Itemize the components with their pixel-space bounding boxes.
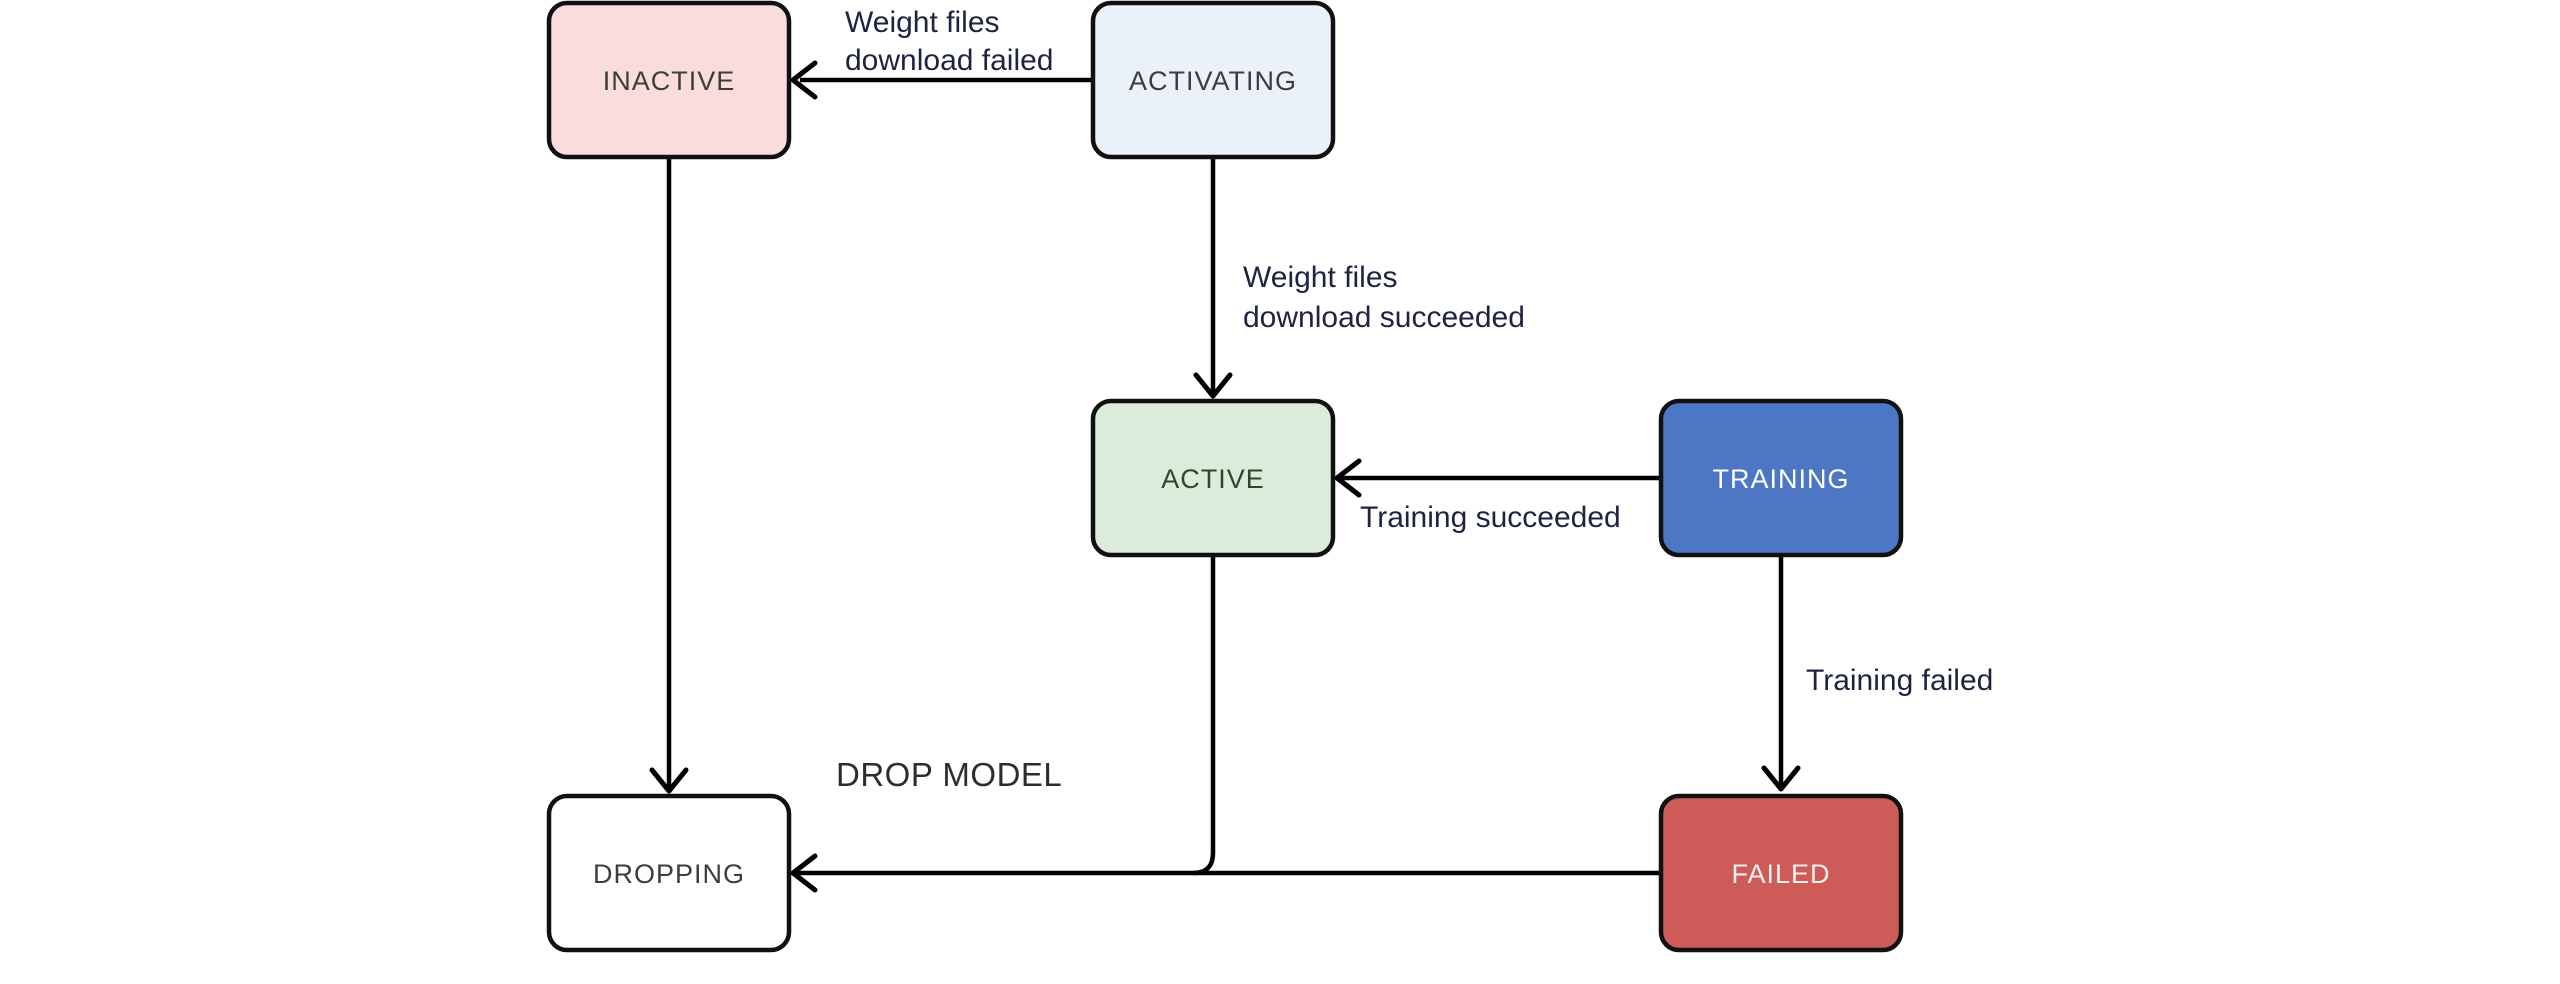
node-dropping: DROPPING [546, 793, 792, 953]
node-activating: ACTIVATING [1090, 0, 1336, 160]
node-failed-label: FAILED [1731, 859, 1830, 889]
node-activating-box [1090, 0, 1336, 160]
node-active: ACTIVE [1090, 398, 1336, 558]
label-weight-files-download-succeeded-line2: download succeeded [1243, 301, 1525, 334]
node-inactive: INACTIVE [546, 0, 792, 160]
node-failed: FAILED [1658, 793, 1904, 953]
label-training-succeeded: Training succeeded [1360, 501, 1621, 534]
arrowhead-down-into-dropping-icon [649, 767, 689, 794]
arrowhead-left-into-dropping-icon [790, 853, 818, 893]
node-training-box [1658, 398, 1904, 558]
node-failed-box [1658, 793, 1904, 953]
node-training-label: TRAINING [1712, 464, 1849, 494]
arrowhead-left-into-inactive-icon [790, 60, 818, 100]
arrowhead-down-into-active-icon [1193, 372, 1233, 399]
node-inactive-box [546, 0, 792, 160]
node-activating-label: ACTIVATING [1129, 66, 1297, 96]
arrowhead-left-into-active-icon [1334, 458, 1362, 498]
node-inactive-label: INACTIVE [603, 66, 736, 96]
arrowhead-down-into-failed-icon [1761, 765, 1801, 792]
label-weight-files-download-failed-line2: download failed [845, 44, 1054, 77]
node-dropping-label: DROPPING [593, 859, 745, 889]
edge-active-to-dropping [1192, 555, 1216, 876]
label-drop-model: DROP MODEL [836, 756, 1062, 793]
node-training: TRAINING [1658, 398, 1904, 558]
label-weight-files-download-succeeded-line1: Weight files [1243, 261, 1398, 294]
node-active-label: ACTIVE [1161, 464, 1265, 494]
label-weight-files-download-failed-line1: Weight files [845, 6, 1000, 39]
node-dropping-box [546, 793, 792, 953]
node-active-box [1090, 398, 1336, 558]
label-training-failed: Training failed [1806, 664, 1993, 697]
